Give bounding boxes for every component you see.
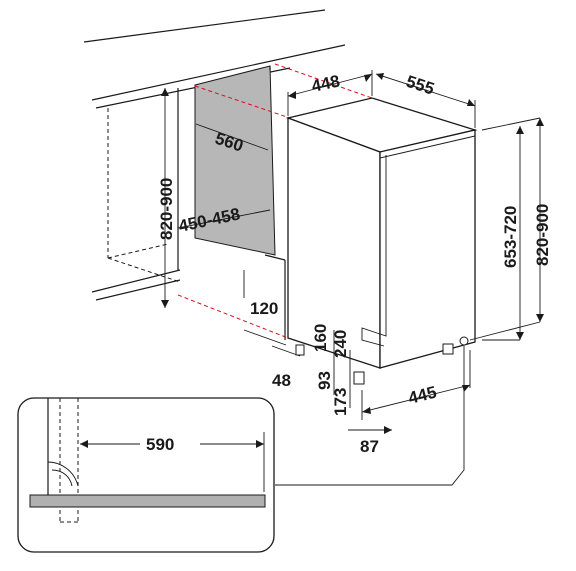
dim-cabinet-width: 448 xyxy=(310,71,342,95)
dishwasher-feet xyxy=(295,336,469,385)
dim-niche-height: 820-900 xyxy=(157,178,176,240)
dim-door-height: 653-720 xyxy=(501,206,520,268)
dim-cabinet-depth: 555 xyxy=(404,72,437,99)
dim-plinth-93: 93 xyxy=(315,371,334,390)
dim-detail-clearance: 590 xyxy=(146,435,174,454)
dimension-lines xyxy=(164,70,541,486)
dim-plinth-gap: 48 xyxy=(272,371,291,390)
dim-plinth-160: 160 xyxy=(311,324,330,352)
detail-door-panel xyxy=(29,494,266,508)
dimension-arrows xyxy=(161,73,544,434)
niche-back-wall xyxy=(194,65,276,256)
kitchen-cabinet-outline xyxy=(83,9,346,301)
dim-foot-width: 445 xyxy=(406,383,438,408)
dishwasher-body xyxy=(285,97,478,369)
dim-plinth-173: 173 xyxy=(331,388,350,416)
dim-total-height: 820-900 xyxy=(533,204,552,266)
dim-plinth-240: 240 xyxy=(331,330,350,358)
dim-plinth-setback: 120 xyxy=(250,299,278,318)
dim-foot-offset: 87 xyxy=(360,437,379,456)
alignment-guides xyxy=(177,63,373,339)
detail-inset xyxy=(17,397,275,553)
